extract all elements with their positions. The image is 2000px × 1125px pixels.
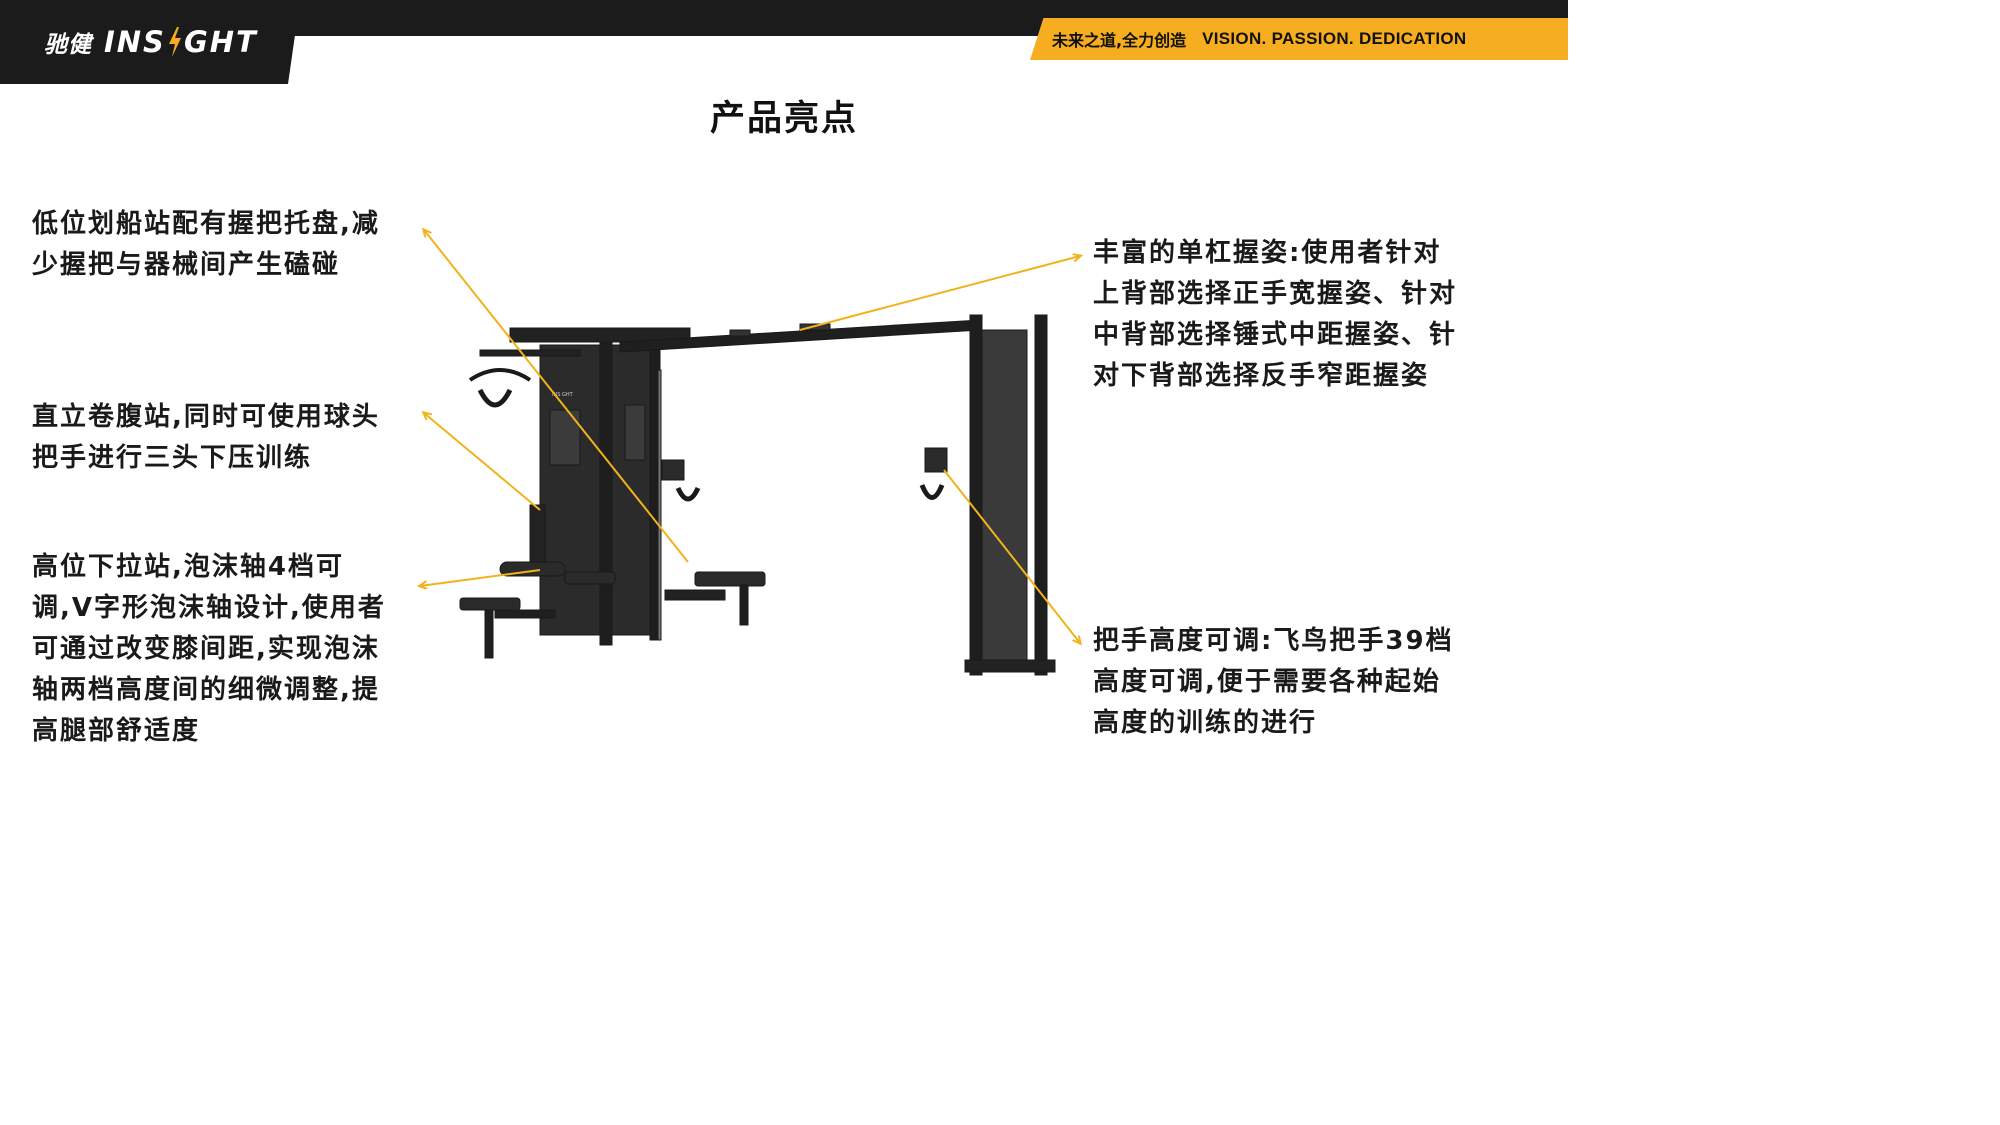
callout-crunch: 直立卷腹站,同时可使用球头把手进行三头下压训练 [32,402,380,473]
machine-brand-label: INS GHT [552,392,574,398]
slogan-english: VISION. PASSION. DEDICATION [1202,29,1467,48]
page-title: 产品亮点 [709,99,858,139]
callout-pullup-grips: 丰富的单杠握姿:使用者针对上背部选择正手宽握姿、针对中背部选择锤式中距握姿、针对… [1093,238,1458,391]
brand-logo: 驰健 INS GHT [44,24,258,60]
slogan-band: 未来之道,全力创造 VISION. PASSION. DEDICATION [1030,18,1568,60]
callout-lat-pulldown: 高位下拉站,泡沫轴4档可调,V字形泡沫轴设计,使用者可通过改变膝间距,实现泡沫轴… [32,552,386,746]
lightning-bolt-icon [168,27,181,57]
logo-english-right: GHT [183,25,258,59]
callout-low-row: 低位划船站配有握把托盘,减少握把与器械间产生磕碰 [32,209,380,280]
logo-block: 驰健 INS GHT [0,0,300,84]
gym-machine-illustration: INS GHT [459,314,1056,676]
logo-chinese: 驰健 [44,32,92,58]
slogan-chinese: 未来之道,全力创造 [1052,31,1187,50]
logo-english-left: INS [104,25,166,59]
callout-handle-height: 把手高度可调:飞鸟把手39档高度可调,便于需要各种起始高度的训练的进行 [1093,626,1454,738]
